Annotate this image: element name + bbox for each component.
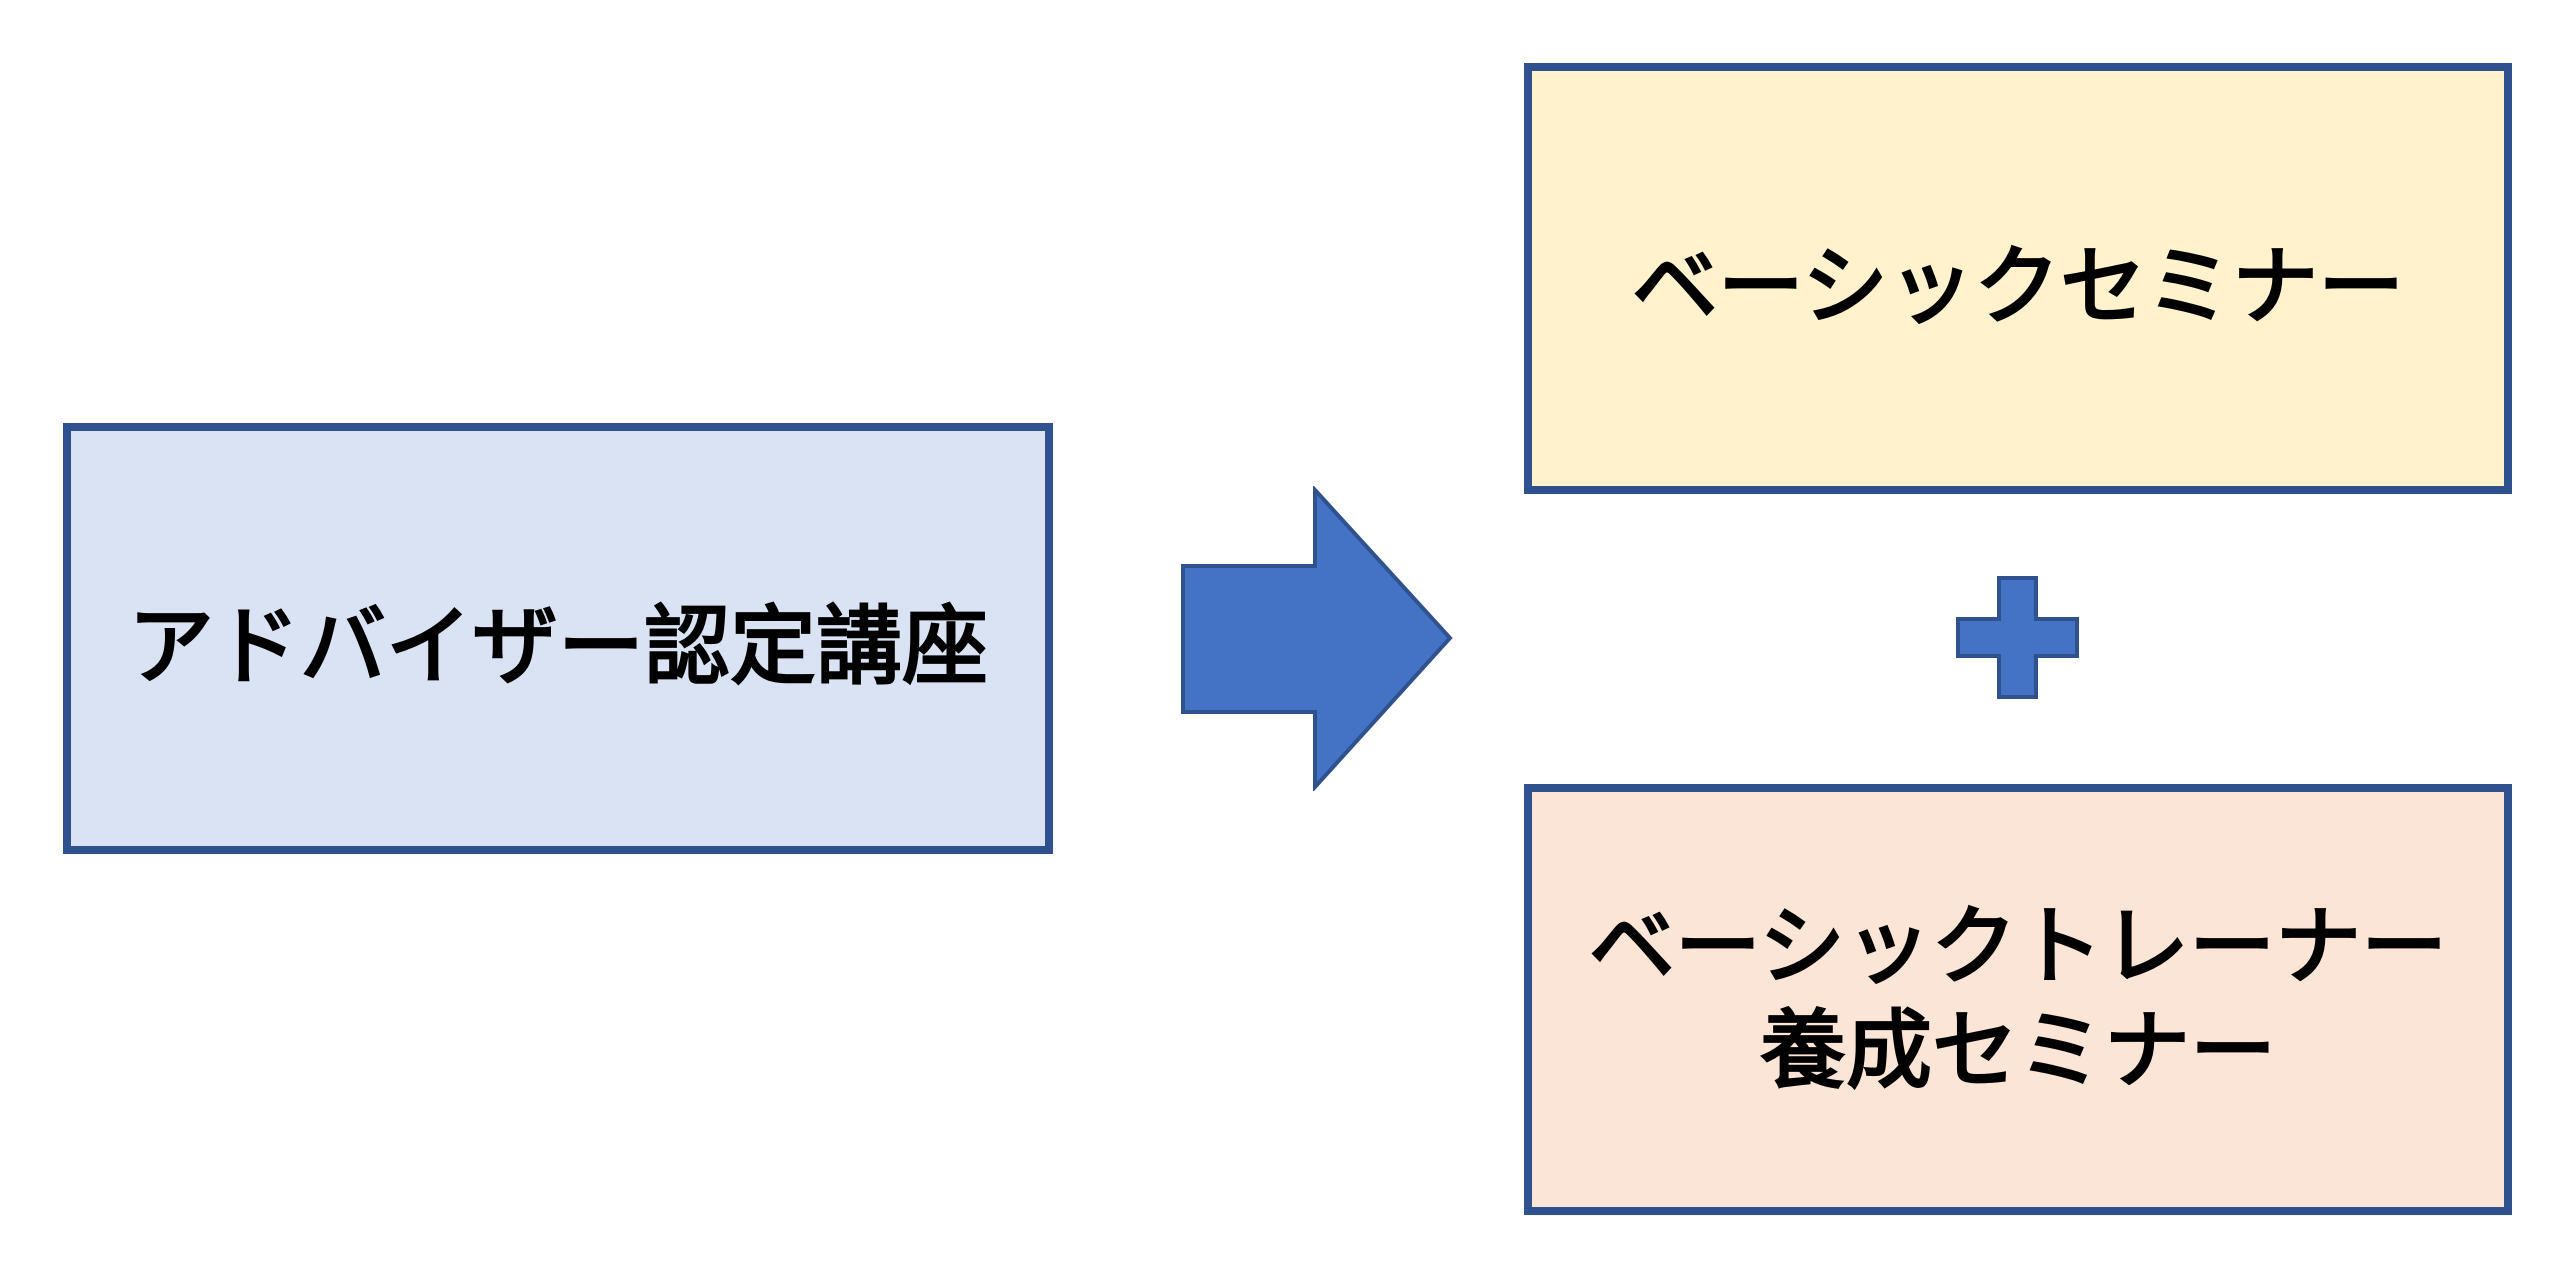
source-course-box: アドバイザー認定講座 bbox=[63, 423, 1053, 854]
plus-icon bbox=[1956, 576, 2079, 699]
trainer-seminar-label-line1: ベーシックトレーナー bbox=[1588, 897, 2448, 998]
basic-seminar-label: ベーシックセミナー bbox=[1631, 237, 2405, 337]
basic-seminar-box: ベーシックセミナー bbox=[1524, 63, 2512, 494]
trainer-seminar-label-line2: 養成セミナー bbox=[1760, 1000, 2276, 1101]
trainer-seminar-box: ベーシックトレーナー 養成セミナー bbox=[1524, 784, 2512, 1215]
right-arrow-icon bbox=[1181, 486, 1453, 791]
source-course-label: アドバイザー認定講座 bbox=[128, 597, 988, 697]
